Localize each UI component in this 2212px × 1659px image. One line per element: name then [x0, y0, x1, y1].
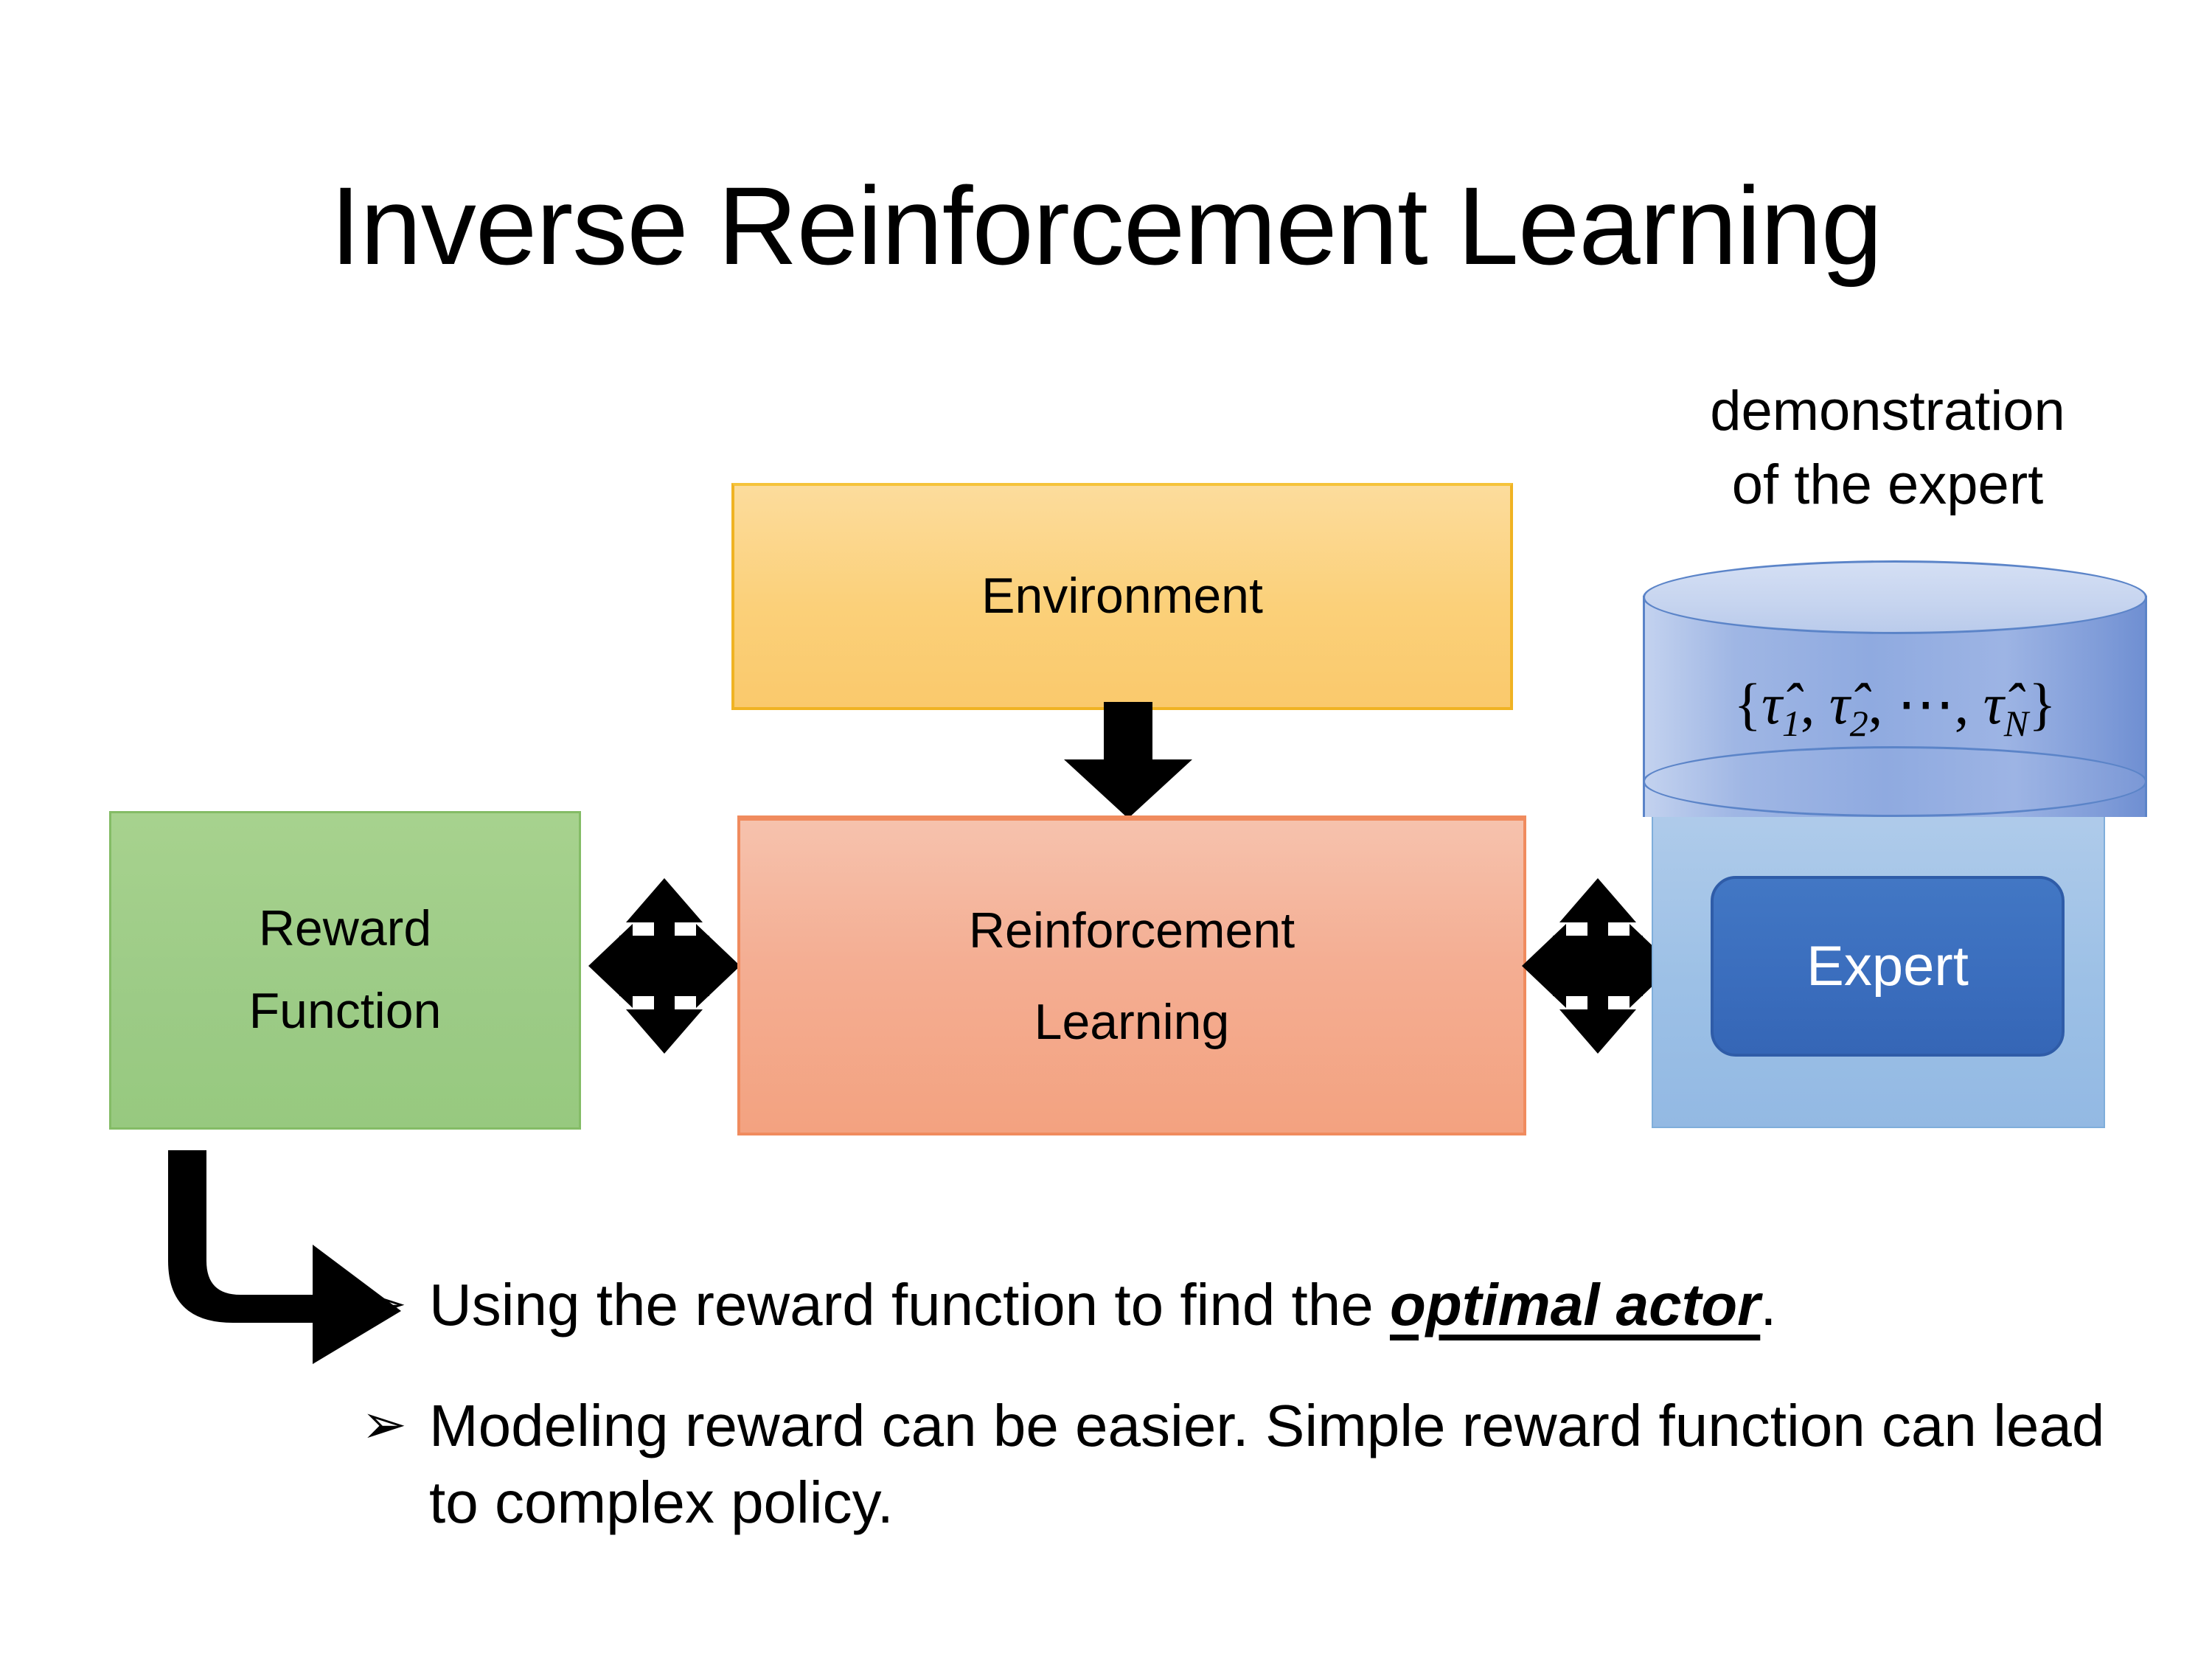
bullet-text-2: Modeling reward can be easier. Simple re… [429, 1388, 2131, 1541]
formula-separator-1: , [1800, 672, 1829, 736]
environment-label: Environment [981, 568, 1263, 625]
bullet-marker-icon: ➢ [361, 1273, 408, 1334]
cylinder-bottom-ellipse [1643, 746, 2147, 817]
quad-arrow-rl-expert-icon [1522, 878, 1674, 1054]
demonstration-caption-line1: demonstration [1710, 380, 2065, 442]
formula-close-brace: } [2028, 672, 2056, 736]
bullet-list: ➢ Using the reward function to find the … [361, 1267, 2131, 1541]
reinforcement-learning-label-line1: Reinforcement [968, 902, 1295, 959]
formula-tau-1: τ̂ [1761, 672, 1782, 736]
reinforcement-learning-box: Reinforcement Learning [737, 815, 1526, 1135]
page-title: Inverse Reinforcement Learning [330, 164, 1883, 288]
reinforcement-learning-label-line2: Learning [1034, 993, 1230, 1050]
formula-subscript-n: N [2003, 703, 2029, 744]
list-item: ➢ Modeling reward can be easier. Simple … [361, 1388, 2131, 1541]
reward-function-label-line1: Reward [258, 900, 432, 957]
demonstration-caption-line2: of the expert [1731, 453, 2044, 517]
arrow-environment-to-rl-icon [1064, 702, 1192, 818]
formula-tau-2: τ̂ [1829, 672, 1850, 736]
formula-tau-n: τ̂ [1983, 672, 2004, 736]
bullet-1-prefix: Using the reward function to find the [429, 1272, 1390, 1338]
bullet-2-prefix: Modeling reward can be easier. Simple re… [429, 1393, 2105, 1535]
formula-separator-2: , ⋯, [1868, 672, 1983, 736]
quad-arrow-reward-rl-icon [588, 878, 740, 1054]
formula-subscript-2: 2 [1849, 703, 1868, 744]
arrow-reward-to-bullets-icon [168, 1150, 401, 1364]
demonstration-cylinder: {τ̂1, τ̂2, ⋯, τ̂N} [1643, 560, 2147, 835]
bullet-1-suffix: . [1760, 1272, 1777, 1338]
expert-label: Expert [1806, 935, 1969, 998]
list-item: ➢ Using the reward function to find the … [361, 1267, 2131, 1343]
bullet-marker-icon: ➢ [361, 1394, 408, 1455]
expert-box: Expert [1711, 876, 2065, 1057]
formula-open-brace: { [1733, 672, 1761, 736]
cylinder-top-ellipse [1643, 560, 2147, 634]
demonstration-caption: demonstration of the expert [1630, 375, 2146, 523]
bullet-text-1: Using the reward function to find the op… [429, 1267, 2131, 1343]
trajectory-set-formula: {τ̂1, τ̂2, ⋯, τ̂N} [1643, 671, 2147, 745]
environment-box: Environment [731, 483, 1513, 710]
formula-subscript-1: 1 [1781, 703, 1801, 744]
bullet-1-emphasis: optimal actor [1389, 1272, 1761, 1338]
reward-function-box: Reward Function [109, 811, 581, 1130]
reward-function-label-line2: Function [248, 983, 442, 1039]
